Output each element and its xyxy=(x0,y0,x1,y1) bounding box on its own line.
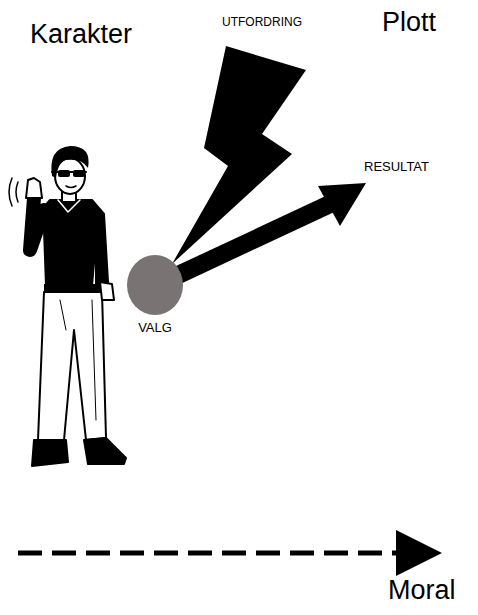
choice-circle: VALG xyxy=(127,255,183,315)
circle-outline xyxy=(127,255,183,315)
moral-arrow-head xyxy=(396,530,442,576)
result-arrow-shaft xyxy=(176,204,330,276)
label-text: RESULTAT xyxy=(364,160,429,174)
label-text: UTFORDRING xyxy=(222,16,302,29)
node-label: VALG xyxy=(107,321,203,335)
label-text: Plott xyxy=(382,8,436,38)
result-arrow-head xyxy=(318,183,366,226)
moral-arrow-shaft xyxy=(18,551,398,556)
label-text: Karakter xyxy=(30,20,132,50)
man-figure xyxy=(9,146,126,466)
label-text: Moral xyxy=(388,576,456,606)
